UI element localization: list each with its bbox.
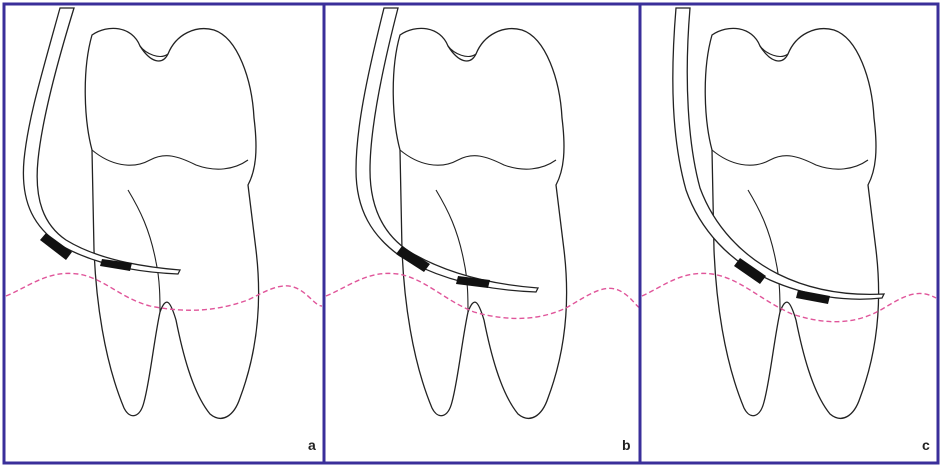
panel-c-label: c: [922, 437, 930, 453]
panel-a: a: [4, 4, 324, 463]
panel-b-label: b: [622, 437, 631, 453]
panel-a-label: a: [308, 437, 316, 453]
panel-c: c: [640, 4, 938, 463]
panel-b: b: [324, 4, 640, 463]
